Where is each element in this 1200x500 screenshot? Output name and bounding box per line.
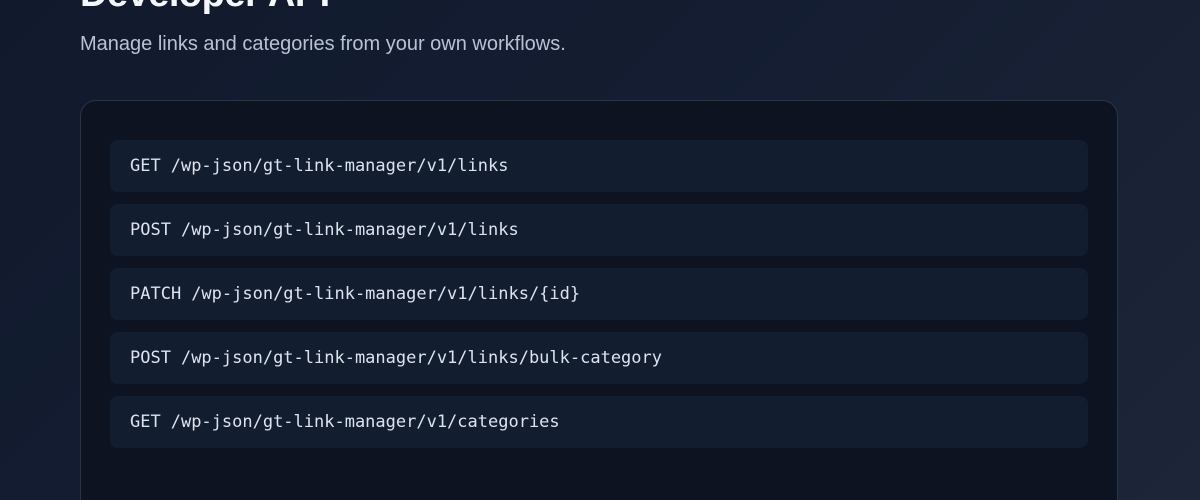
endpoint-row: PATCH/wp-json/gt-link-manager/v1/links/{… bbox=[110, 268, 1088, 320]
endpoint-row: POST/wp-json/gt-link-manager/v1/links/bu… bbox=[110, 332, 1088, 384]
endpoint-row: POST/wp-json/gt-link-manager/v1/links bbox=[110, 204, 1088, 256]
endpoint-method: PATCH bbox=[130, 284, 182, 304]
endpoint-method: POST bbox=[130, 220, 171, 240]
endpoint-method: GET bbox=[130, 156, 161, 176]
endpoint-list: GET/wp-json/gt-link-manager/v1/links POS… bbox=[110, 140, 1088, 448]
endpoint-path: /wp-json/gt-link-manager/v1/links/bulk-c… bbox=[180, 348, 662, 368]
page-title: Developer API bbox=[80, 0, 330, 16]
endpoint-path: /wp-json/gt-link-manager/v1/links bbox=[170, 156, 509, 176]
endpoint-path: /wp-json/gt-link-manager/v1/links bbox=[180, 220, 519, 240]
endpoint-path: /wp-json/gt-link-manager/v1/links/{id} bbox=[191, 284, 581, 304]
endpoint-row: GET/wp-json/gt-link-manager/v1/categorie… bbox=[110, 396, 1088, 448]
endpoint-method: GET bbox=[130, 412, 161, 432]
api-endpoints-card: GET/wp-json/gt-link-manager/v1/links POS… bbox=[80, 100, 1118, 500]
endpoint-method: POST bbox=[130, 348, 171, 368]
endpoint-row: GET/wp-json/gt-link-manager/v1/links bbox=[110, 140, 1088, 192]
endpoint-path: /wp-json/gt-link-manager/v1/categories bbox=[170, 412, 560, 432]
page-subtitle: Manage links and categories from your ow… bbox=[80, 33, 566, 55]
